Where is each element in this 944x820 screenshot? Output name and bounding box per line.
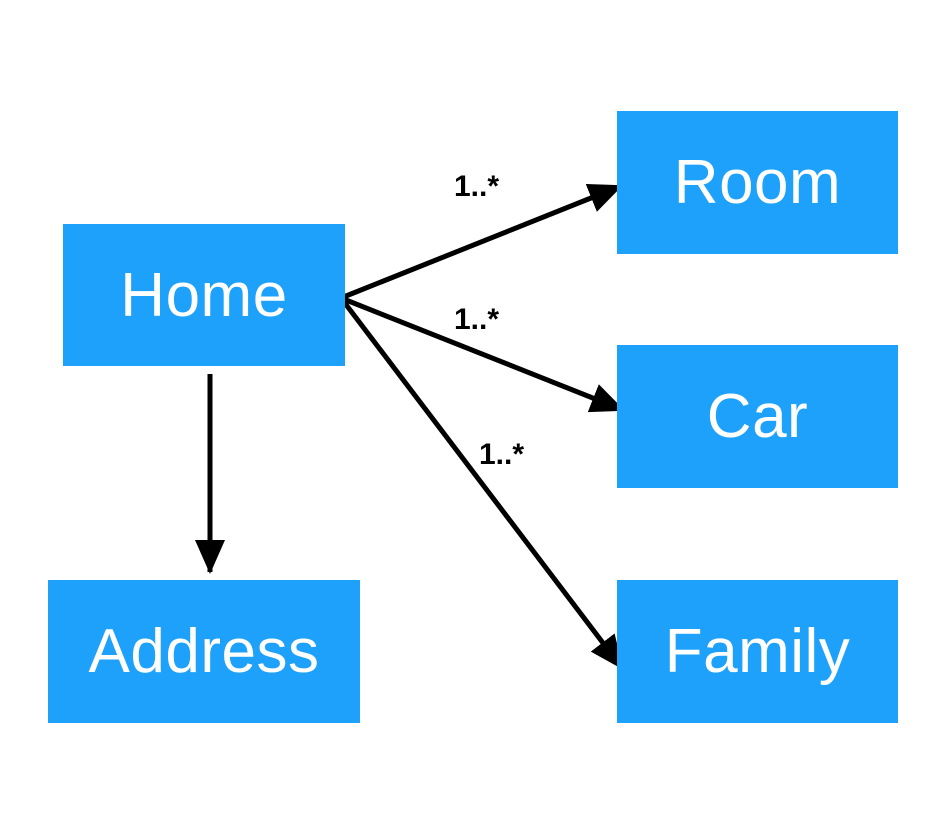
multiplicity-family-label: 1..* [479,438,525,471]
node-family-label: Family [664,617,851,686]
node-address-label: Address [88,617,320,686]
node-family: Family [617,580,898,723]
edge-home-room [340,183,623,301]
node-room: Room [617,111,898,254]
edge-home-car [340,295,625,413]
multiplicity-room-label: 1..* [454,170,500,203]
multiplicity-car-label: 1..* [454,303,500,336]
node-car: Car [617,345,898,488]
node-home: Home [63,224,345,366]
node-home-label: Home [120,260,288,330]
edge-home-family [339,296,624,670]
node-address: Address [48,580,360,723]
node-car-label: Car [706,382,809,451]
node-room-label: Room [673,148,842,217]
